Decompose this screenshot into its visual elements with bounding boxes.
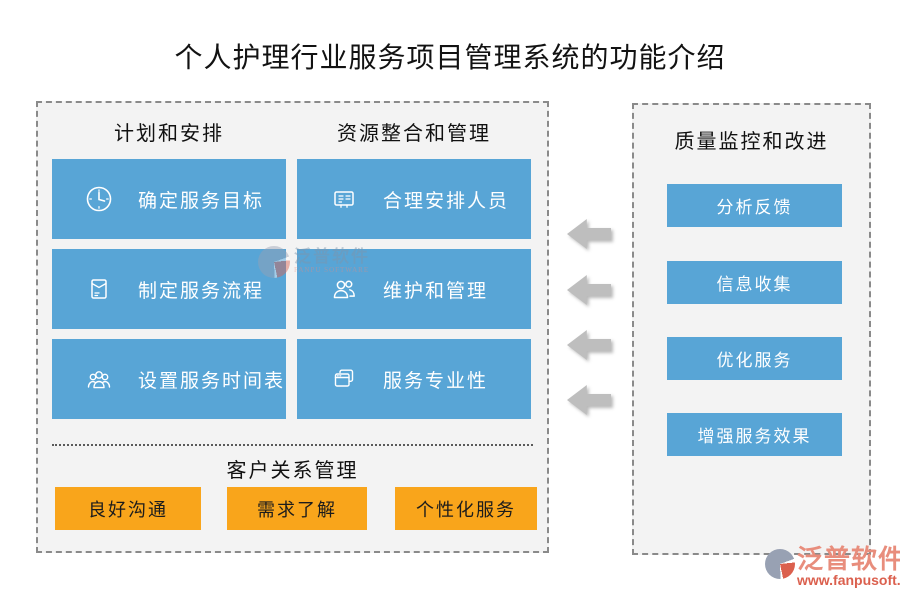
quality-box-info-collection: 信息收集	[667, 261, 842, 304]
left-panel: 计划和安排 资源整合和管理 确定服务目标 制定服务流程	[36, 101, 549, 553]
section-header-resources: 资源整合和管理	[337, 123, 491, 145]
box-arrange-staff: 合理安排人员	[297, 159, 531, 239]
left-arrow-icon	[567, 275, 611, 305]
board-icon	[334, 191, 354, 208]
feature-label: 设置服务时间表	[138, 370, 286, 392]
left-arrow-icon	[567, 330, 611, 360]
people-icon	[333, 280, 355, 299]
crm-box-needs: 需求了解	[227, 487, 367, 530]
box-service-professionalism: 服务专业性	[297, 339, 531, 419]
dotted-divider	[52, 444, 533, 446]
note-icon	[91, 279, 107, 299]
windows-icon	[334, 369, 354, 387]
section-header-quality: 质量监控和改进	[674, 131, 829, 153]
box-define-service-goals: 确定服务目标	[52, 159, 286, 239]
feature-label: 确定服务目标	[138, 190, 265, 212]
quality-box-feedback: 分析反馈	[667, 184, 842, 227]
section-header-planning: 计划和安排	[114, 123, 224, 145]
left-arrow-icon	[567, 219, 611, 249]
crm-box-personalized: 个性化服务	[395, 487, 537, 530]
clock-icon	[86, 186, 112, 212]
footer-logo-name: 泛普软件	[797, 545, 900, 574]
feature-label: 制定服务流程	[138, 280, 265, 302]
feature-label: 合理安排人员	[383, 190, 510, 212]
left-arrow-icon	[567, 385, 611, 415]
feature-label: 服务专业性	[383, 370, 489, 392]
quality-box-enhance: 增强服务效果	[667, 413, 842, 456]
quality-box-optimize: 优化服务	[667, 337, 842, 380]
feature-label: 维护和管理	[383, 280, 489, 302]
footer-logo: 泛普软件 www.fanpusoft.com	[765, 546, 900, 588]
fanpu-logo-icon	[765, 549, 795, 579]
box-set-service-schedule: 设置服务时间表	[52, 339, 286, 419]
footer-logo-url: www.fanpusoft.com	[797, 572, 900, 588]
page-title: 个人护理行业服务项目管理系统的功能介绍	[174, 43, 726, 74]
box-maintain-manage: 维护和管理	[297, 249, 531, 329]
crm-box-communication: 良好沟通	[55, 487, 201, 530]
group-icon	[87, 371, 111, 389]
right-panel: 质量监控和改进 分析反馈 信息收集 优化服务 增强服务效果	[632, 103, 871, 555]
section-header-crm: 客户关系管理	[226, 460, 359, 482]
box-create-service-process: 制定服务流程	[52, 249, 286, 329]
